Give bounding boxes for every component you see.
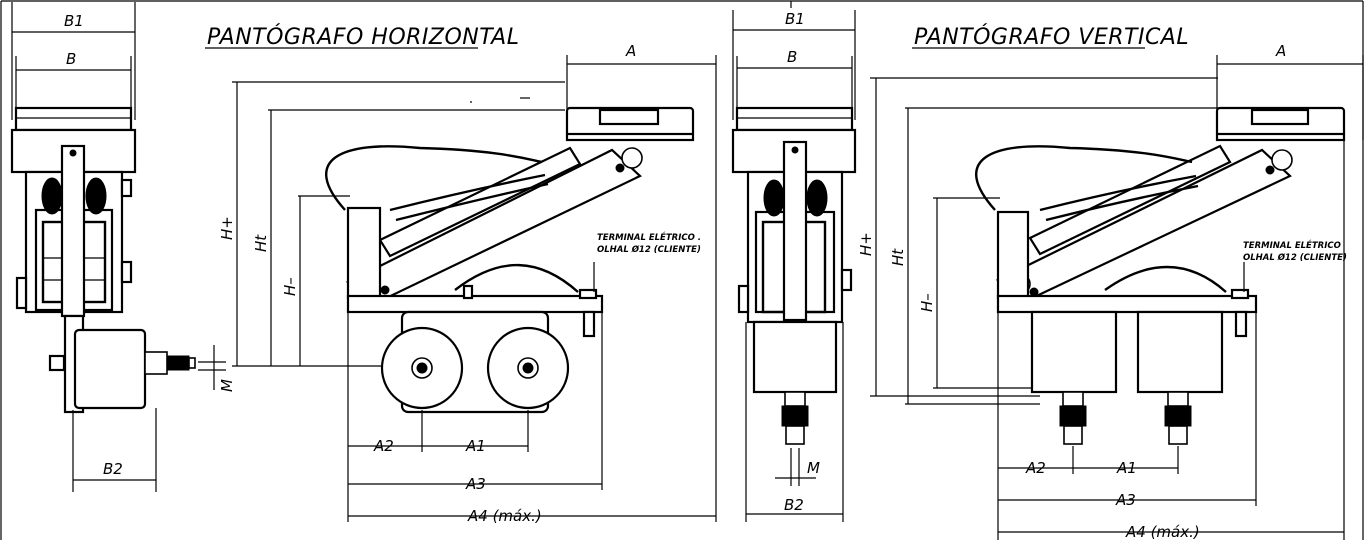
horizontal-front-view [205,47,717,522]
dim-ht-v: Ht [889,248,907,266]
dim-a-h: A [625,42,636,60]
note-terminal-v-2: OLHAL Ø12 (CLIENTE) [1243,252,1347,263]
dim-hplus-v: H+ [857,232,875,256]
note-terminal-v-1: TERMINAL ELÉTRICO [1243,239,1341,251]
dim-b1-h: B1 [64,12,84,30]
title-vertical: PANTÓGRAFO VERTICAL [914,24,1189,50]
dim-a1-h: A1 [465,437,486,455]
dim-ht-h: Ht [252,234,270,252]
dim-m-v: M [807,459,820,477]
dim-a1-v: A1 [1116,459,1137,477]
note-terminal-h-1: TERMINAL ELÉTRICO . [597,231,701,243]
dim-b-h: B [66,50,76,68]
dim-a3-v: A3 [1115,491,1136,509]
dim-b2-v: B2 [784,496,804,514]
vertical-front-view [870,47,1364,540]
dim-a3-h: A3 [465,475,486,493]
dim-a-v: A [1275,42,1286,60]
dim-a4-h: A4 (máx.) [467,507,542,525]
note-terminal-h-2: OLHAL Ø12 (CLIENTE) [597,244,701,255]
dim-hplus-h: H+ [218,216,236,240]
dim-a4-v: A4 (máx.) [1125,523,1200,540]
dim-b-v: B [787,48,797,66]
title-horizontal: PANTÓGRAFO HORIZONTAL [207,24,519,50]
dim-a2-h: A2 [373,437,394,455]
horizontal-side-view [10,2,226,492]
dim-a2-v: A2 [1025,459,1046,477]
dim-b1-v: B1 [785,10,805,28]
vertical-side-view [731,10,857,522]
dim-hminus-h: H– [281,277,299,296]
dim-b2-h: B2 [103,460,123,478]
dim-m-h: M [218,379,236,392]
dim-hminus-v: H– [918,293,936,312]
